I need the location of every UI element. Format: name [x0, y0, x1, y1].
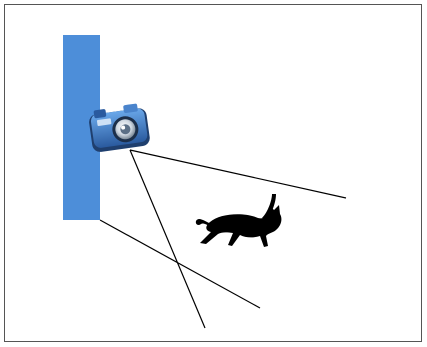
view-line-lower: [129, 149, 206, 329]
view-line-upper: [129, 149, 347, 199]
camera-icon: [89, 103, 150, 152]
cat-silhouette: [195, 194, 282, 247]
wall-line: [99, 219, 261, 309]
